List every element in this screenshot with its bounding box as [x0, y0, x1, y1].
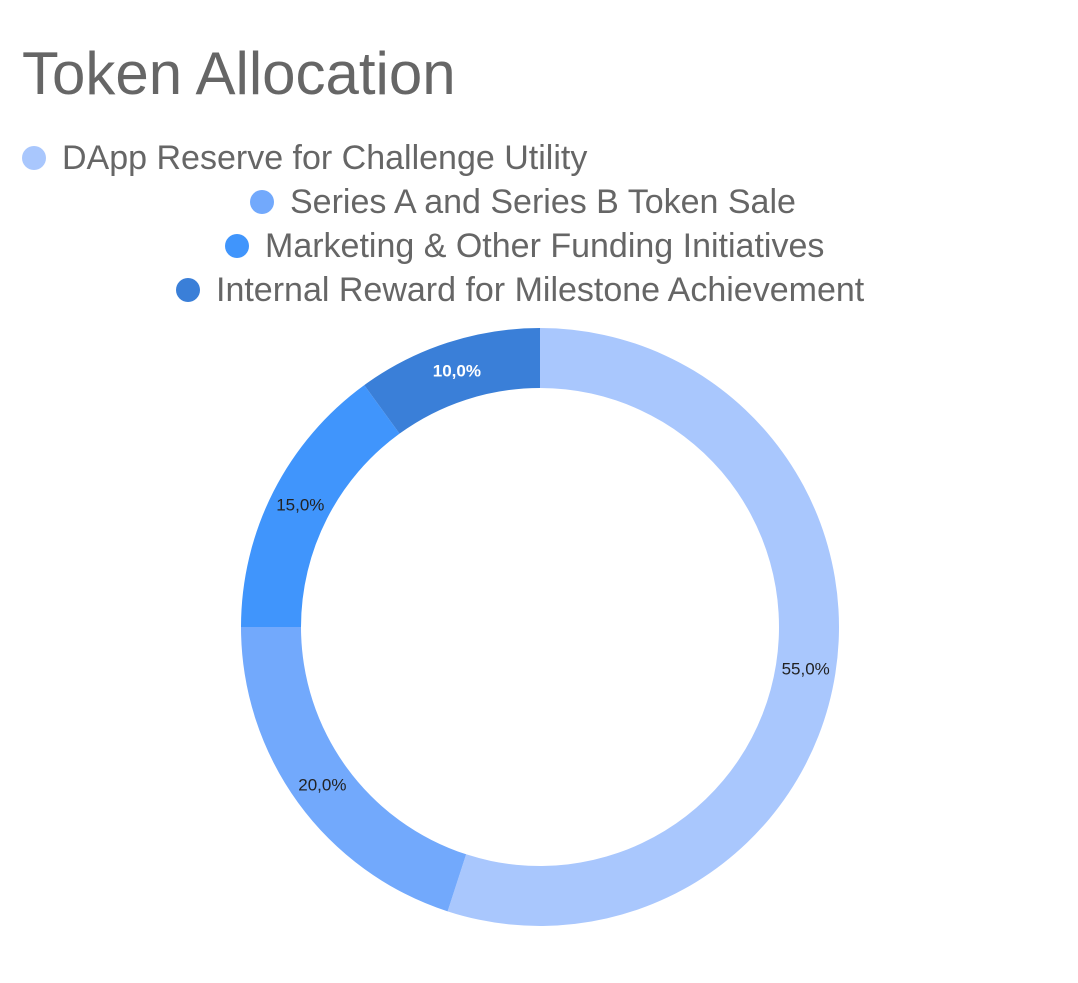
slice-data-label: 20,0%	[298, 776, 346, 795]
donut-slice-3[interactable]	[241, 385, 400, 627]
slice-data-label: 15,0%	[276, 495, 324, 514]
legend-swatch	[250, 190, 274, 214]
slice-data-label: 10,0%	[433, 362, 481, 381]
donut-slice-1[interactable]	[447, 328, 839, 926]
donut-slice-2[interactable]	[241, 627, 467, 912]
legend-item-marketing[interactable]: Marketing & Other Funding Initiatives	[225, 224, 824, 268]
legend-label: Series A and Series B Token Sale	[290, 183, 796, 221]
legend-item-series-a-b[interactable]: Series A and Series B Token Sale	[250, 180, 796, 224]
legend-item-internal-reward[interactable]: Internal Reward for Milestone Achievemen…	[176, 268, 864, 312]
legend-label: Internal Reward for Milestone Achievemen…	[216, 271, 865, 309]
donut-slice-4[interactable]	[364, 328, 540, 434]
legend-label: Marketing & Other Funding Initiatives	[265, 227, 825, 265]
chart-title: Token Allocation	[22, 40, 456, 107]
legend-swatch	[22, 146, 46, 170]
legend-swatch	[225, 234, 249, 258]
legend-item-dapp-reserve[interactable]: DApp Reserve for Challenge Utility	[22, 136, 587, 180]
legend-swatch	[176, 278, 200, 302]
legend-label: DApp Reserve for Challenge Utility	[62, 139, 588, 177]
slice-data-label: 55,0%	[782, 660, 830, 679]
